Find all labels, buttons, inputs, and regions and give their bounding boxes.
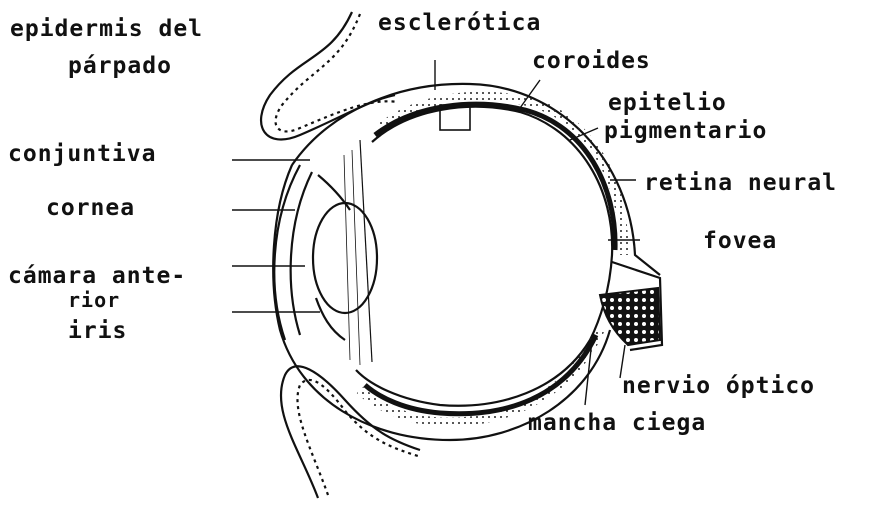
label-esclerotica: esclerótica: [378, 12, 541, 35]
label-fovea: fovea: [703, 230, 777, 253]
label-iris: iris: [68, 320, 127, 343]
ciliary-lines: [344, 150, 360, 365]
label-epidermis-line1: epidermis del: [10, 18, 203, 41]
label-cornea: cornea: [46, 197, 135, 220]
retina-boundary: [356, 107, 612, 406]
label-camara-line2: rior: [68, 290, 120, 310]
iris-lower: [316, 298, 345, 340]
label-conjuntiva: conjuntiva: [8, 143, 156, 166]
cornea-inner: [291, 172, 312, 335]
cornea-curve: [274, 165, 300, 340]
upper-eyelid: [261, 12, 395, 139]
label-coroides: coroides: [532, 50, 651, 73]
lower-eyelid: [281, 366, 420, 498]
label-camara-line1: cámara ante-: [8, 265, 186, 288]
label-mancha-ciega: mancha ciega: [528, 412, 706, 435]
choroid-band: [380, 96, 624, 255]
label-retina-neural: retina neural: [644, 172, 837, 195]
lower-eyelid-inner: [297, 380, 418, 495]
ciliary-body: [360, 140, 372, 362]
lens: [313, 203, 377, 313]
label-epitelio-line1: epitelio: [608, 92, 727, 115]
label-epitelio-line2: pigmentario: [604, 120, 767, 143]
label-nervio-optico: nervio óptico: [622, 375, 815, 398]
label-epidermis-line2: párpado: [68, 55, 172, 78]
